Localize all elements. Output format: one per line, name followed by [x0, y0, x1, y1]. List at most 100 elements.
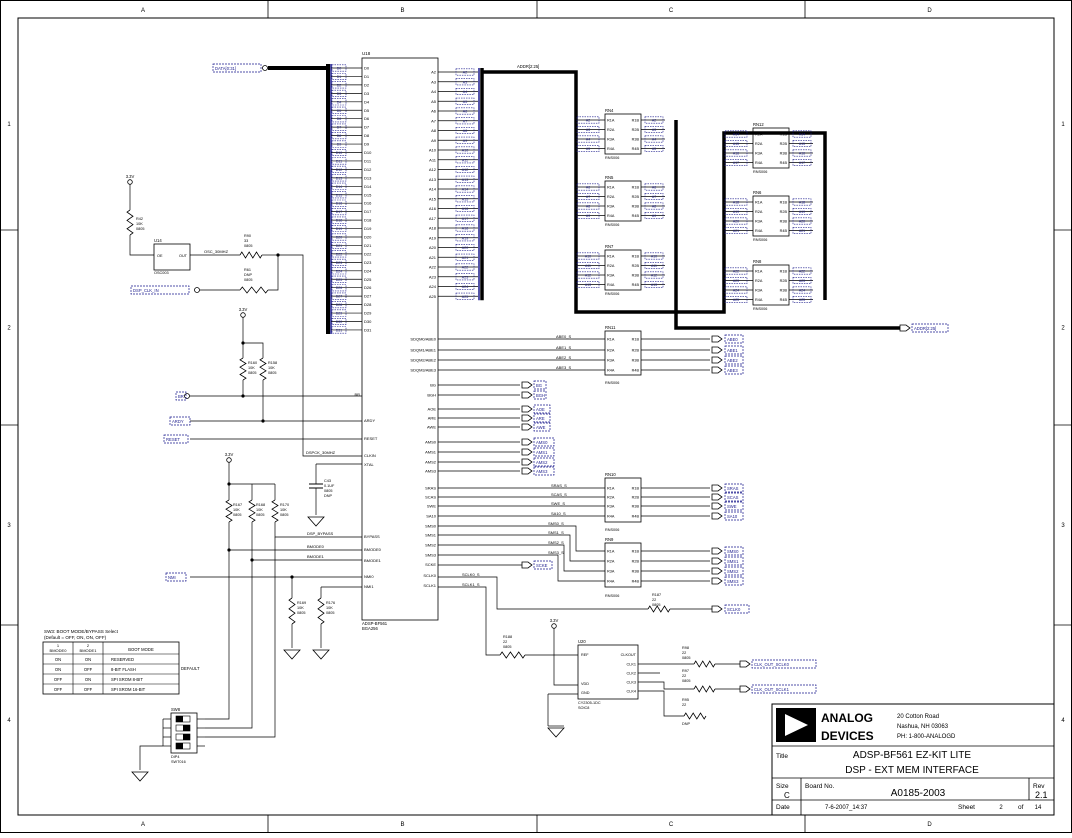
- u18-pin-label: SDQM3/ABE3: [410, 368, 436, 373]
- u18-pin-label: A25: [429, 294, 437, 299]
- rn-part: RNS006: [605, 528, 619, 532]
- data-bus-entry: [331, 309, 347, 317]
- rn-pin: R1A: [607, 550, 615, 554]
- u18-pin-label: D4: [364, 99, 370, 104]
- addr-bus-entry: [455, 234, 475, 242]
- u14-ref: U14: [154, 238, 162, 243]
- abe-out-port-text: ABE3: [727, 368, 738, 373]
- u18-pin-label: D20: [364, 235, 372, 240]
- abe-out-port-text: ABE2: [727, 358, 738, 363]
- addr-bus-entry: [455, 273, 475, 281]
- border-row-label: 1: [7, 122, 11, 128]
- data-bus-entry-text: D8: [337, 134, 342, 138]
- u18-pin-label: BGH: [427, 393, 436, 398]
- vcc-label: 3.3V: [550, 618, 559, 623]
- ams-port-text: AMS1: [536, 450, 548, 455]
- rn-bus-entry: [792, 267, 812, 275]
- u18-pin-label: SCKE: [425, 562, 436, 567]
- boot-table-default-label: DEFAULT: [181, 666, 200, 671]
- table-cell: OFF: [84, 687, 93, 692]
- r188-val: 22: [503, 640, 507, 644]
- table-cell: ON: [85, 657, 91, 662]
- abe-out-port: [724, 365, 744, 375]
- rn-pin: R4B: [780, 298, 788, 302]
- connector-circle: [262, 65, 268, 71]
- r97-ref: R97: [682, 669, 689, 673]
- u18-pin-label: SA10: [426, 514, 437, 519]
- rn-pin: R1B: [632, 119, 640, 123]
- table-cell: OFF: [84, 667, 93, 672]
- rn-pin: R4A: [755, 298, 763, 302]
- vcc-label: 3.3V: [239, 307, 248, 312]
- data-bus-entry: [331, 199, 347, 207]
- rn-ref: RN5: [605, 175, 614, 180]
- abe-out-port: [724, 345, 744, 355]
- boot-table-default-note: (Default = OFF, ON, ON, OFF): [44, 635, 107, 640]
- addr-bus-entry-text: A15: [462, 197, 468, 201]
- rn-bus-entry-text: A12: [585, 274, 591, 278]
- border-row-label: 2: [7, 326, 11, 332]
- u18-pin-label: AOE: [428, 407, 437, 412]
- data-bus-entry-text: D6: [337, 117, 342, 121]
- port-symbol: [711, 512, 723, 520]
- rn-bus-entry: [644, 280, 664, 288]
- abe-net-label: ABE1_S: [556, 345, 571, 350]
- abe-out-port: [724, 355, 744, 365]
- data-bus-entry: [331, 115, 347, 123]
- rn-bus-entry: [576, 183, 600, 191]
- r97-val: 22: [682, 674, 686, 678]
- resistor-zigzag: [317, 597, 325, 625]
- rn-bus-entry-text: A13: [651, 283, 657, 287]
- clk-out1-port-text: CLK_OUT_SCLK0: [754, 662, 790, 667]
- memctl-port-text: AWE: [536, 425, 546, 430]
- rn-pin: R3A: [755, 220, 763, 224]
- data-bus-entry-text: D3: [337, 92, 342, 96]
- r42-ref: R42: [136, 217, 143, 221]
- port-symbol: [711, 502, 723, 510]
- r187-ref: R187: [652, 593, 661, 597]
- data-bus-entry-text: D9: [337, 143, 342, 147]
- scke-port: [533, 560, 553, 570]
- port-symbol: [899, 324, 911, 332]
- r167-ref: R167: [233, 503, 242, 507]
- u18-pin-label: SCLK0: [423, 573, 436, 578]
- u14-part: OSC003: [154, 271, 169, 275]
- rn-bus-entry-text: A22: [799, 270, 805, 274]
- rev-value: 2.1: [1035, 790, 1048, 800]
- addr-bus-entry-text: A7: [463, 119, 467, 123]
- u18-pin-label: BMODE1: [364, 558, 382, 563]
- sms-net-label: SMS0_S: [548, 521, 564, 526]
- u18-pin-label: D11: [364, 158, 372, 163]
- r97-pkg: 0805: [682, 679, 690, 683]
- rn-pin: R1A: [607, 487, 615, 491]
- u18-pin-label: SCLK1: [423, 583, 436, 588]
- r187-pkg: 0805: [652, 603, 660, 607]
- rn-pin: R1A: [755, 133, 763, 137]
- rn-pin: R2B: [780, 142, 788, 146]
- rn-bus-entry: [644, 261, 664, 269]
- resistor-network-rn6: [752, 195, 790, 237]
- rn-pin: R4B: [780, 161, 788, 165]
- rn-part: RNS006: [753, 307, 767, 311]
- title-label: Title: [776, 753, 788, 760]
- u18-pin-label: D19: [364, 226, 372, 231]
- bmode0-net-label: BMODE0: [307, 544, 325, 549]
- vcc-icon: [226, 457, 232, 463]
- rn-bus-entry: [724, 198, 748, 206]
- u18-pin-label: D7: [364, 125, 370, 130]
- addr-bus-entry-text: A25: [462, 295, 468, 299]
- rn-bus-entry: [644, 271, 664, 279]
- resistor-network-rn8: [752, 264, 790, 306]
- r61-ref: R61: [244, 268, 251, 272]
- u18-pin-label: D23: [364, 260, 372, 265]
- c43-ref: C43: [324, 479, 331, 483]
- data-bus-entry: [331, 132, 347, 140]
- data-bus-entry: [331, 208, 347, 216]
- vcc-icon: [240, 312, 246, 318]
- u18-pin-label: SMS3: [425, 553, 437, 558]
- data-bus-entry: [331, 149, 347, 157]
- u20-pin: VDD: [581, 682, 589, 686]
- resistor-zigzag: [647, 605, 671, 613]
- u18-pin-label: SMS2: [425, 543, 437, 548]
